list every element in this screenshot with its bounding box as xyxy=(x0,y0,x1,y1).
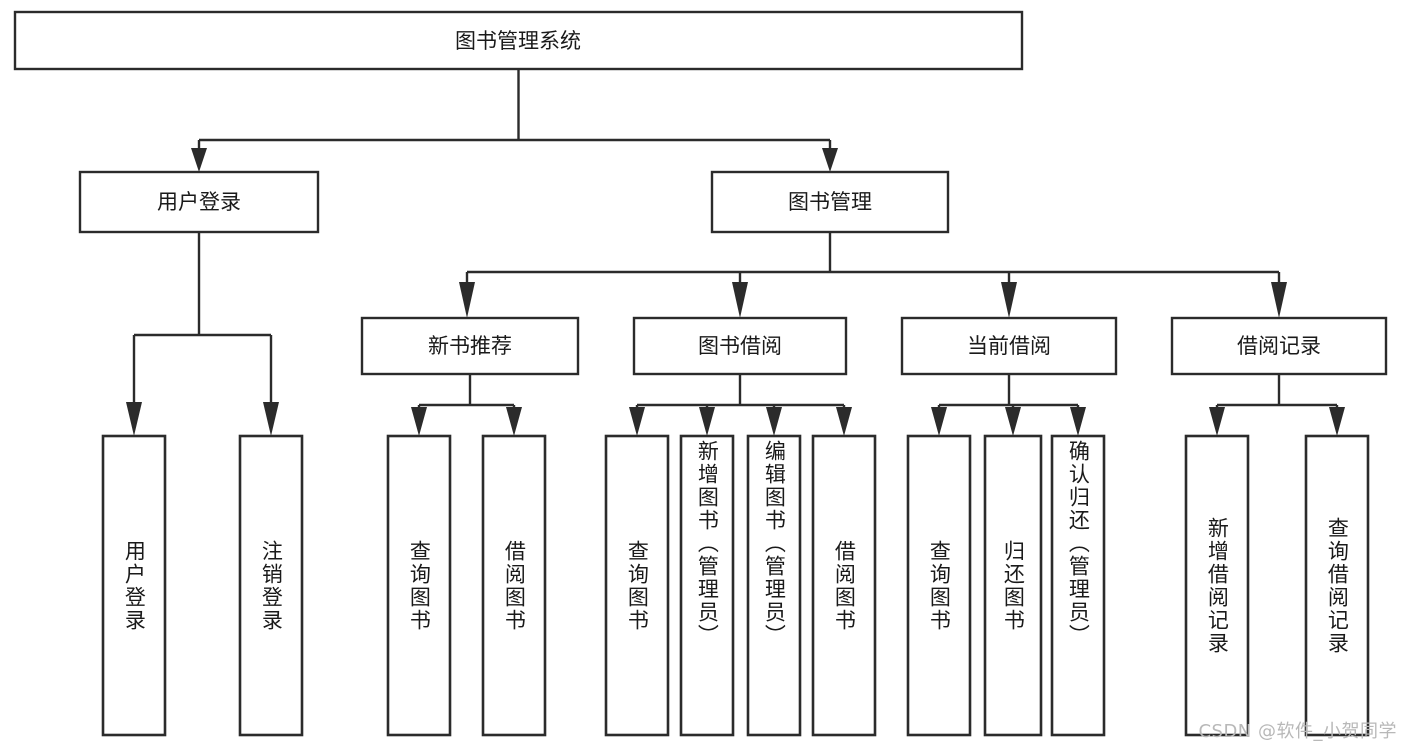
node-new-book-rec[interactable]: 新书推荐 xyxy=(360,316,580,376)
leaf-box-add-record[interactable] xyxy=(1184,434,1250,737)
arrow-br-to-leaf-add-record xyxy=(1209,407,1225,436)
arrow-cb-to-leaf-confirm-return xyxy=(1070,407,1086,436)
node-borrow-record[interactable]: 借阅记录 xyxy=(1170,316,1388,376)
node-book-manage-label: 图书管理 xyxy=(788,190,872,214)
edge-group-user-login xyxy=(126,232,279,436)
node-root[interactable]: 图书管理系统 xyxy=(13,10,1024,71)
arrow-nbr-to-leaf-borrow-book xyxy=(506,407,522,436)
arrow-cb-to-leaf-query-book xyxy=(931,407,947,436)
node-user-login-label: 用户登录 xyxy=(157,190,241,214)
node-user-login-box[interactable] xyxy=(78,170,320,234)
arrow-cb-to-leaf-return-book xyxy=(1005,407,1021,436)
leaf-box-add-book[interactable] xyxy=(679,434,735,737)
node-current-borrow[interactable]: 当前借阅 xyxy=(900,316,1118,376)
edge-group-new-book-rec xyxy=(411,374,522,436)
leaf-box-user-login[interactable] xyxy=(101,434,167,737)
arrow-bm-to-current-borrow xyxy=(1001,282,1017,318)
node-new-book-rec-box[interactable] xyxy=(360,316,580,376)
arrow-root-to-user-login xyxy=(191,148,207,172)
arrow-bm-to-borrow-record xyxy=(1271,282,1287,318)
arrow-root-to-book-manage xyxy=(822,148,838,172)
arrow-ul-to-leaf-user-login xyxy=(126,402,142,436)
node-borrow-record-label: 借阅记录 xyxy=(1237,334,1321,358)
node-new-book-rec-label: 新书推荐 xyxy=(428,334,512,358)
edge-group-current-borrow xyxy=(931,374,1086,436)
node-current-borrow-label: 当前借阅 xyxy=(967,334,1051,358)
leaf-box-borrow-book-bor[interactable] xyxy=(811,434,877,737)
node-book-manage[interactable]: 图书管理 xyxy=(710,170,950,234)
leaf-box-query-book-bor[interactable] xyxy=(604,434,670,737)
leaf-box-edit-book[interactable] xyxy=(746,434,802,737)
node-book-borrow-label: 图书借阅 xyxy=(698,334,782,358)
node-root-box[interactable] xyxy=(13,10,1024,71)
arrow-br-to-leaf-query-record xyxy=(1329,407,1345,436)
arrow-ul-to-leaf-logout xyxy=(263,402,279,436)
node-book-borrow-box[interactable] xyxy=(632,316,848,376)
edge-group-root xyxy=(191,69,838,172)
edge-group-book-borrow xyxy=(629,374,852,436)
leaf-box-query-record[interactable] xyxy=(1304,434,1370,737)
edge-group-book-manage xyxy=(459,232,1287,318)
leaf-box-return-book[interactable] xyxy=(983,434,1043,737)
leaf-box-query-book-cur[interactable] xyxy=(906,434,972,737)
arrow-bb-to-leaf-borrow-book xyxy=(836,407,852,436)
leaf-box-logout[interactable] xyxy=(238,434,304,737)
arrow-bm-to-new-book-rec xyxy=(459,282,475,318)
arrow-nbr-to-leaf-query-book xyxy=(411,407,427,436)
arrow-bb-to-leaf-query-book xyxy=(629,407,645,436)
leaf-boxes xyxy=(101,434,1370,737)
node-book-manage-box[interactable] xyxy=(710,170,950,234)
node-root-label: 图书管理系统 xyxy=(455,29,581,53)
arrow-bm-to-book-borrow xyxy=(732,282,748,318)
leaf-box-query-book-rec[interactable] xyxy=(386,434,452,737)
leaf-box-confirm-return[interactable] xyxy=(1050,434,1106,737)
arrow-bb-to-leaf-edit-book xyxy=(766,407,782,436)
node-book-borrow[interactable]: 图书借阅 xyxy=(632,316,848,376)
edge-group-borrow-record xyxy=(1209,374,1345,436)
leaf-box-borrow-book-rec[interactable] xyxy=(481,434,547,737)
arrow-bb-to-leaf-add-book xyxy=(699,407,715,436)
node-borrow-record-box[interactable] xyxy=(1170,316,1388,376)
node-user-login[interactable]: 用户登录 xyxy=(78,170,320,234)
node-current-borrow-box[interactable] xyxy=(900,316,1118,376)
